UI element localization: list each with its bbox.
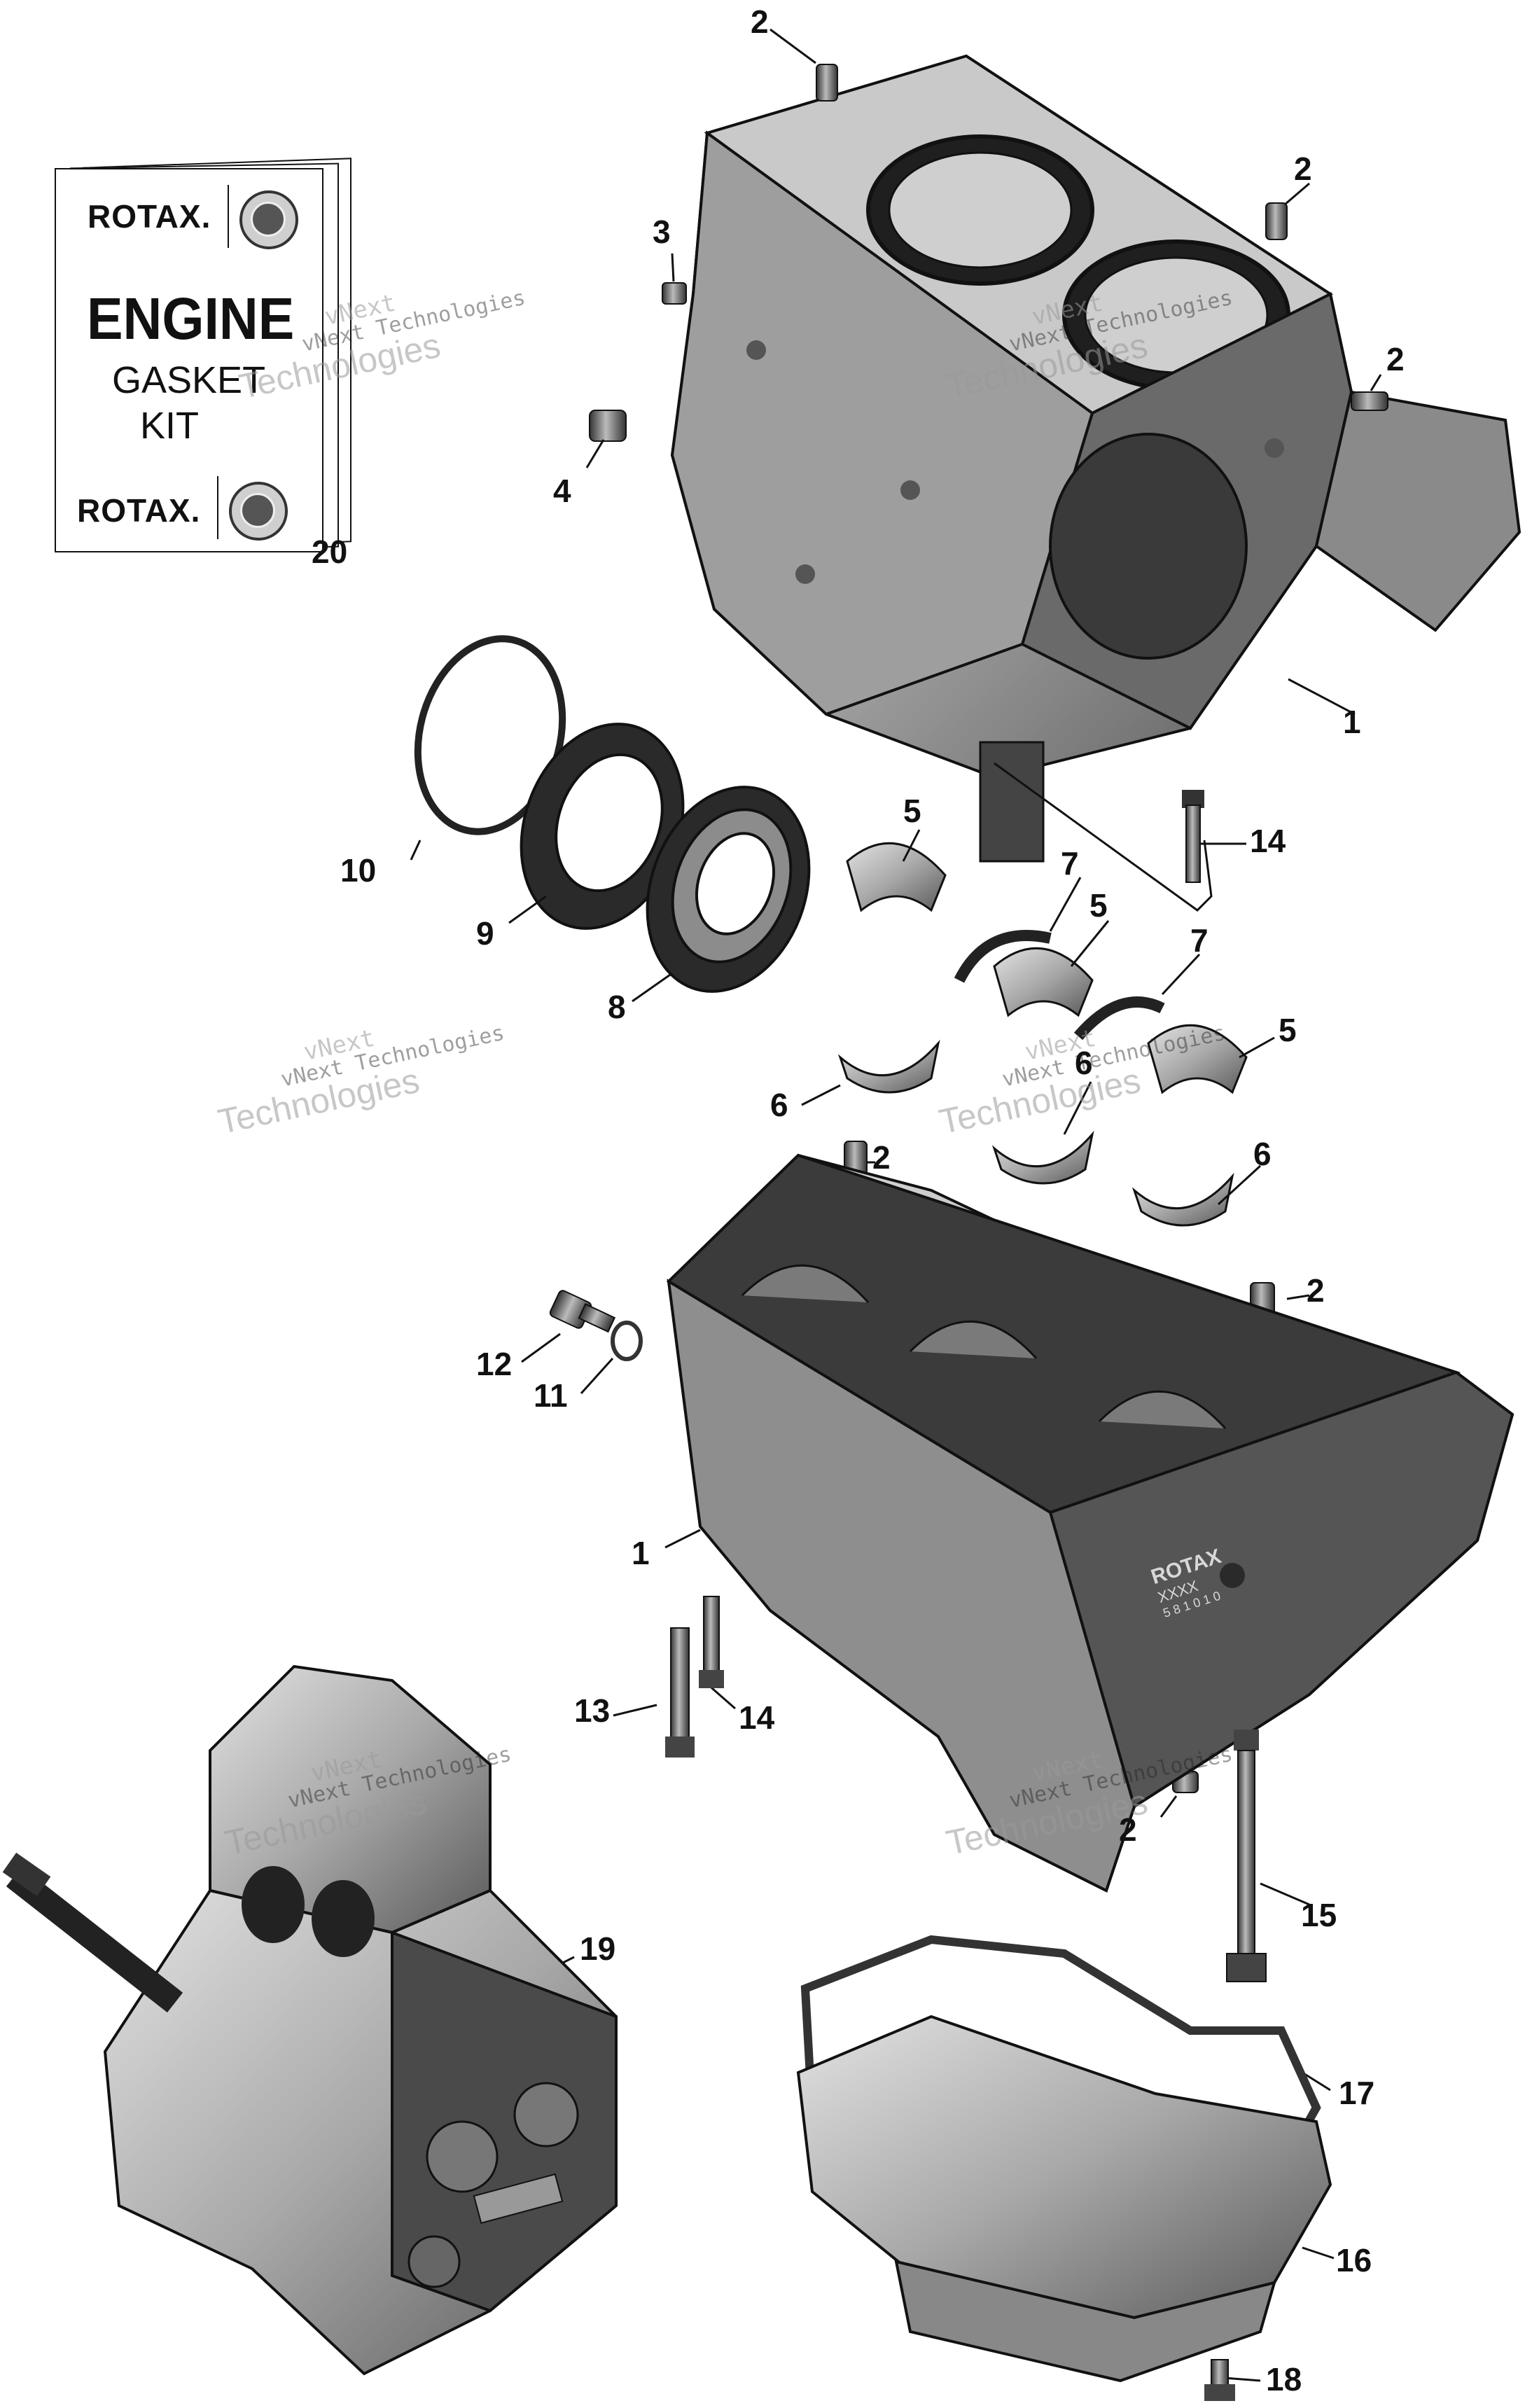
- bolt-14-upper: [1182, 790, 1204, 883]
- callout-20: 20: [312, 534, 348, 570]
- kit-line-kit: KIT: [140, 405, 200, 447]
- callout-9: 9: [476, 915, 494, 952]
- callout-2: 2: [1307, 1272, 1325, 1309]
- callout-14: 14: [739, 1699, 775, 1736]
- callout-1: 1: [1343, 704, 1361, 740]
- callout-2: 2: [1386, 341, 1405, 377]
- callout-3: 3: [653, 214, 671, 250]
- callout-2: 2: [751, 4, 769, 40]
- callout-5: 5: [1089, 887, 1108, 924]
- circlip-seal-bearing: [414, 635, 811, 993]
- callout-6: 6: [1253, 1136, 1272, 1172]
- callout-19: 19: [580, 1930, 616, 1967]
- callout-16: 16: [1336, 2242, 1372, 2278]
- callout-6: 6: [770, 1087, 788, 1123]
- callout-2: 2: [872, 1139, 891, 1176]
- brp-logo-icon: [229, 482, 288, 541]
- callout-2: 2: [1119, 1811, 1137, 1848]
- kit-line-gasket: GASKET: [112, 359, 266, 401]
- leader-lines: [410, 28, 1382, 2382]
- dowel-pins-upper: [589, 64, 1388, 442]
- oil-pan-16: [796, 2014, 1332, 2401]
- callout-8: 8: [608, 989, 626, 1025]
- callout-12: 12: [476, 1346, 513, 1382]
- callout-5: 5: [1279, 1012, 1297, 1048]
- assembled-engine-19: [2, 1664, 618, 2376]
- callout-11: 11: [534, 1377, 568, 1414]
- callout-7: 7: [1061, 845, 1079, 882]
- upper-crankcase: [670, 54, 1521, 863]
- bearing-shells: [837, 842, 1248, 1227]
- callout-18: 18: [1266, 2361, 1302, 2397]
- kit-brand-top: ROTAX.: [88, 198, 211, 235]
- callout-15: 15: [1301, 1897, 1337, 1933]
- callout-7: 7: [1190, 922, 1209, 959]
- brp-logo-icon: [239, 190, 298, 249]
- callout-6: 6: [1075, 1045, 1093, 1081]
- callout-14: 14: [1250, 823, 1286, 859]
- callout-2: 2: [1294, 151, 1312, 187]
- callout-4: 4: [553, 473, 571, 509]
- callout-1: 1: [632, 1535, 650, 1571]
- kit-brand-bottom: ROTAX.: [77, 492, 201, 529]
- callout-10: 10: [340, 852, 377, 889]
- kit-separator-top: [228, 185, 229, 248]
- bolt-15: [1226, 1730, 1267, 1982]
- kit-title: ENGINE: [87, 286, 295, 352]
- lower-crankcase: [666, 1153, 1514, 1893]
- callout-17: 17: [1339, 2075, 1375, 2111]
- engine-gasket-kit-box: ROTAX. ENGINE GASKET KIT ROTAX.: [55, 168, 323, 552]
- bolts-13-14-lower: [665, 1596, 724, 1758]
- bolt-12-washer-11: [549, 1290, 643, 1361]
- callout-5: 5: [903, 793, 921, 829]
- kit-separator-bottom: [217, 476, 218, 539]
- callout-13: 13: [574, 1692, 611, 1729]
